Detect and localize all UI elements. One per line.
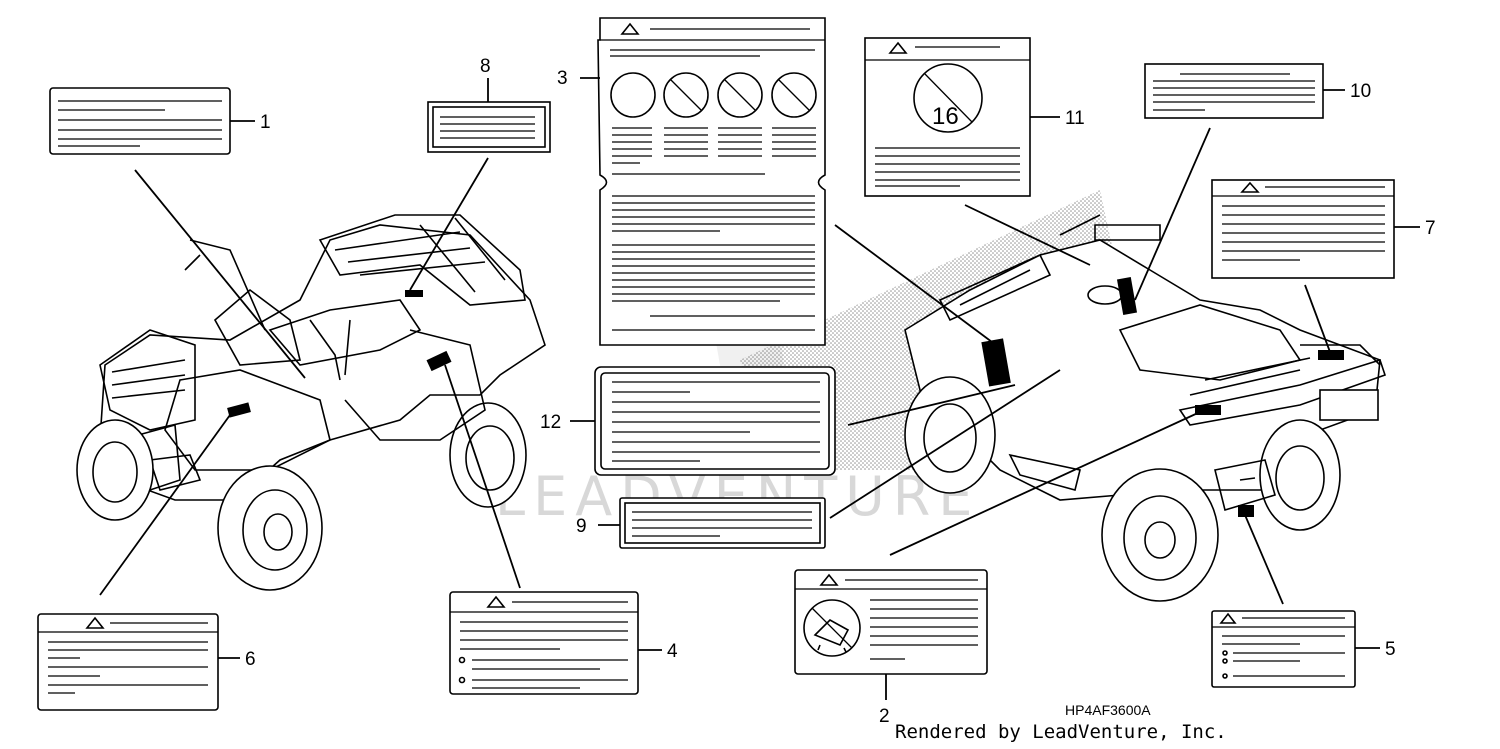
label-10 (1144, 63, 1324, 119)
callout-4: 4 (667, 641, 678, 662)
callout-6: 6 (245, 649, 256, 670)
callout-1: 1 (260, 112, 271, 133)
label-3 (597, 17, 826, 346)
decal-mark-4 (426, 350, 452, 372)
label-6 (37, 613, 219, 711)
label-5 (1211, 610, 1356, 688)
callout-7: 7 (1425, 218, 1436, 239)
label-4 (449, 591, 639, 695)
label-11: 16 (864, 37, 1031, 197)
decal-mark-10 (1116, 277, 1138, 315)
render-credit: Rendered by LeadVenture, Inc. (895, 721, 1227, 743)
callout-11: 11 (1065, 108, 1085, 129)
label-8 (427, 101, 551, 153)
decal-mark-8 (405, 290, 423, 297)
decal-mark-3 (981, 338, 1011, 387)
atv-front-view (76, 214, 546, 591)
label-7 (1211, 179, 1395, 279)
callout-12: 12 (540, 412, 561, 433)
label-2 (794, 569, 988, 675)
decal-mark-7 (1318, 350, 1344, 360)
callout-10: 10 (1350, 81, 1371, 102)
callout-8: 8 (480, 56, 491, 77)
part-code: HP4AF3600A (1065, 702, 1151, 718)
decal-mark-5 (1238, 505, 1254, 517)
callout-5: 5 (1385, 639, 1396, 660)
callout-2: 2 (879, 706, 890, 727)
callout-9: 9 (576, 516, 587, 537)
age-limit-text: 16 (932, 103, 959, 130)
label-12 (594, 366, 836, 476)
decal-mark-rack (1195, 405, 1221, 415)
callout-3: 3 (557, 68, 568, 89)
decal-mark-6 (227, 402, 251, 418)
label-9 (619, 497, 826, 549)
label-1 (49, 87, 231, 155)
